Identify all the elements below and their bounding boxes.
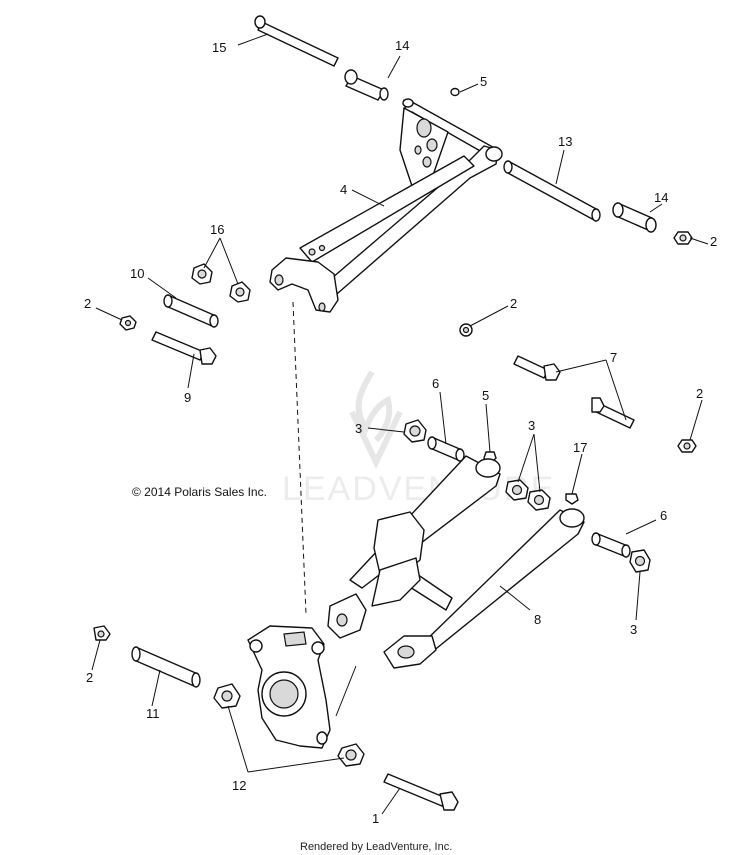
fitting-17	[565, 493, 579, 505]
callout-14-right: 14	[654, 190, 668, 205]
bushings-16	[191, 263, 251, 303]
callout-13: 13	[558, 134, 572, 149]
callout-11: 11	[146, 706, 160, 721]
bushings-3-middle	[505, 479, 551, 511]
callout-3-left: 3	[355, 421, 362, 436]
bushing-3-left	[403, 419, 427, 443]
sleeve-10	[163, 294, 219, 328]
nut-2-left	[119, 315, 137, 331]
alignment-dashed-line	[292, 301, 307, 615]
sleeve-6-left	[427, 436, 465, 462]
nut-2-right-top	[673, 231, 693, 245]
callout-16: 16	[210, 222, 224, 237]
callout-labels: 15 14 5 13 4 14 2 16 10 2 2 9 6 5 3 7 2 …	[84, 38, 717, 826]
callout-8: 8	[534, 612, 541, 627]
callout-5-upper: 5	[480, 74, 487, 89]
callout-10: 10	[130, 266, 144, 281]
bushings-12	[213, 683, 365, 767]
callout-2-left: 2	[84, 296, 91, 311]
sleeve-6-right	[591, 532, 631, 558]
callout-2-lower-left: 2	[86, 670, 93, 685]
footer-credit: Rendered by LeadVenture, Inc.	[300, 841, 452, 853]
nut-2-far-right	[677, 439, 697, 453]
bolt-15	[254, 15, 339, 67]
bushing-3-right	[629, 549, 651, 573]
sleeve-13	[503, 160, 601, 222]
callout-2-far-right: 2	[696, 386, 703, 401]
callout-6-left: 6	[432, 376, 439, 391]
callout-2-center: 2	[510, 296, 517, 311]
callout-2-right-top: 2	[710, 234, 717, 249]
callout-5-middle: 5	[482, 388, 489, 403]
callout-15: 15	[212, 40, 226, 55]
callout-3-middle: 3	[528, 418, 535, 433]
callout-6-right: 6	[660, 508, 667, 523]
nut-5-upper	[450, 87, 460, 97]
bolt-9	[151, 331, 217, 365]
lower-control-arm-8	[327, 455, 585, 669]
bushing-14-upper	[344, 69, 389, 101]
washer-2-center	[459, 323, 473, 337]
sleeve-11	[131, 646, 201, 688]
copyright-text: © 2014 Polaris Sales Inc.	[132, 485, 267, 499]
leader-lines	[91, 33, 709, 815]
callout-7: 7	[610, 350, 617, 365]
callout-14-upper: 14	[395, 38, 409, 53]
knuckle	[247, 625, 331, 749]
callout-17: 17	[573, 440, 587, 455]
callout-12: 12	[232, 778, 246, 793]
bolts-7	[513, 355, 635, 429]
bolt-1	[383, 773, 459, 811]
callout-3-right: 3	[630, 622, 637, 637]
washer-2-lower-left	[93, 625, 111, 641]
callout-4: 4	[340, 182, 347, 197]
bushing-14-right	[612, 202, 657, 233]
upper-control-arm-4	[269, 98, 503, 313]
callout-1: 1	[372, 811, 379, 826]
callout-9: 9	[184, 390, 191, 405]
